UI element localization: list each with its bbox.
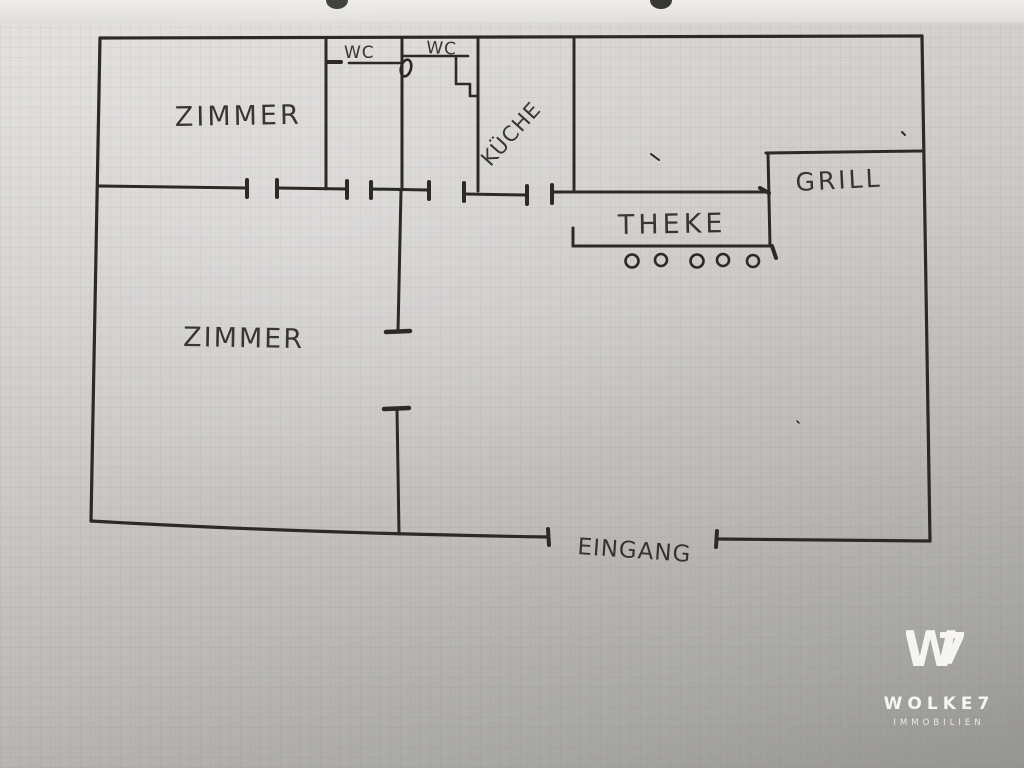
center-wall (381, 189, 413, 536)
wc-door-swing (399, 58, 413, 78)
mid-wall-seg2 (275, 186, 349, 191)
mid-wall-seg4 (462, 192, 529, 197)
logo-subtitle: IMMOBILIEN (893, 718, 985, 728)
center-wall-lower (395, 407, 401, 536)
wall-right (920, 34, 932, 543)
label-grill: GRILL (795, 163, 883, 197)
stray-marks (650, 131, 906, 424)
punch-hole-right (650, 0, 672, 9)
mid-wall-seg3 (369, 187, 431, 192)
stray-dot (901, 131, 906, 136)
mid-wall-seg1 (97, 184, 249, 190)
entrance-jamb-left (546, 527, 551, 547)
monogram-7: 7 (937, 625, 967, 675)
paper-top-edge (0, 0, 1024, 23)
entrance-jamb-right (714, 529, 719, 549)
label-kitchen: KÜCHE (475, 97, 545, 171)
wall-bottom-right (715, 537, 932, 543)
outer-walls (89, 34, 932, 549)
punch-hole-left (326, 0, 348, 9)
bar-stool (689, 253, 705, 269)
label-wc-left: WC (344, 43, 375, 63)
wall-left (89, 36, 102, 523)
bar-stool (624, 253, 640, 269)
label-room-bottom: ZIMMER (183, 322, 304, 355)
label-wc-right: WC (426, 38, 458, 60)
bar-stool (715, 252, 731, 268)
wolke7-monogram-icon: W 7 (906, 622, 967, 678)
wc-details (325, 54, 480, 98)
wc-fixture-step (454, 55, 480, 98)
bar-stool (745, 253, 761, 269)
stray-dot (796, 420, 800, 424)
wall-top (98, 34, 924, 40)
monogram-w: W (906, 622, 957, 678)
mid-wall (97, 178, 771, 206)
label-entrance: EINGANG (577, 534, 693, 568)
bar-stools (624, 252, 761, 269)
bar-stool (653, 252, 669, 268)
theke-grill (571, 149, 924, 260)
center-wall-upper (396, 189, 403, 334)
logo-name: WOLKE7 (883, 694, 995, 714)
wall-bottom-left (89, 519, 550, 539)
label-room-top: ZIMMER (175, 100, 302, 133)
stray-tick (650, 153, 660, 161)
wolke7-logo: W 7 WOLKE7 IMMOBILIEN (866, 612, 1012, 728)
grill-left (766, 151, 772, 248)
wall-cap (383, 328, 413, 335)
label-counter: THEKE (617, 208, 727, 241)
grill-top (764, 149, 924, 155)
counter-end-right (770, 244, 778, 260)
